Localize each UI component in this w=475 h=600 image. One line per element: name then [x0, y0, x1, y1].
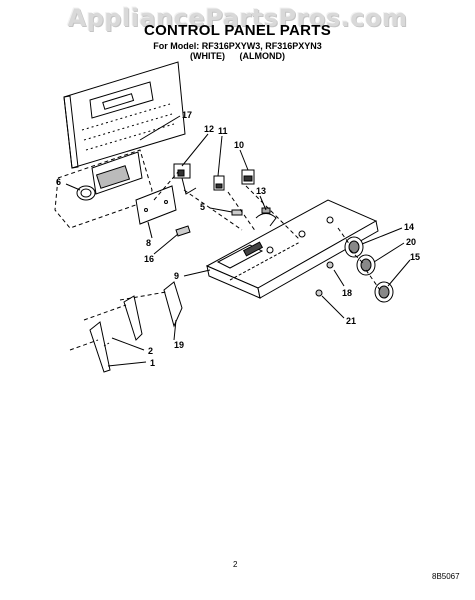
part-side-trim-2 [123, 295, 143, 341]
part-knob-top [344, 236, 364, 258]
callout-13: 13 [256, 186, 266, 196]
callout-14: 14 [404, 222, 414, 232]
page-number: 2 [233, 560, 238, 569]
part-wire-harness [231, 207, 277, 227]
part-side-trim-1 [89, 321, 111, 373]
assembly-guide-lines [69, 171, 381, 351]
part-switch [173, 163, 197, 195]
callout-10: 10 [234, 140, 244, 150]
callout-19: 19 [174, 340, 184, 350]
callout-21: 21 [346, 316, 356, 326]
part-plate [135, 185, 177, 225]
callout-9: 9 [174, 271, 179, 281]
model-subtitle: For Model: RF316PXYW3, RF316PXYN3 [153, 41, 322, 51]
callout-2: 2 [148, 346, 153, 356]
callout-20: 20 [406, 237, 416, 247]
part-bracket [54, 149, 153, 229]
callout-labels: 17 12 11 10 6 13 5 8 16 9 14 20 15 18 21… [56, 110, 420, 368]
part-knob-middle [356, 254, 376, 276]
color-almond-label: (ALMOND) [239, 51, 286, 61]
part-end-cap [163, 281, 183, 328]
watermark: AppliancePartsPros.com [67, 4, 408, 32]
callout-18: 18 [342, 288, 352, 298]
part-connector-right [241, 169, 255, 185]
callout-15: 15 [410, 252, 420, 262]
part-rear-panel [63, 61, 186, 169]
callout-12: 12 [204, 124, 214, 134]
callout-8: 8 [146, 238, 151, 248]
part-washers [315, 261, 334, 297]
color-white-label: (WHITE) [189, 51, 225, 61]
callout-1: 1 [150, 358, 155, 368]
callout-16: 16 [144, 254, 154, 264]
leader-lines [65, 115, 411, 367]
callout-17: 17 [182, 110, 192, 120]
part-knob-bottom [374, 281, 394, 303]
callout-6: 6 [56, 177, 61, 187]
diagram-title: CONTROL PANEL PARTS [143, 22, 332, 39]
part-connector [213, 175, 225, 191]
color-variants: (WHITE) (ALMOND) [0, 51, 475, 61]
callout-5: 5 [200, 202, 205, 212]
callout-11: 11 [218, 126, 228, 136]
document-code: 8B5067 [432, 572, 460, 581]
